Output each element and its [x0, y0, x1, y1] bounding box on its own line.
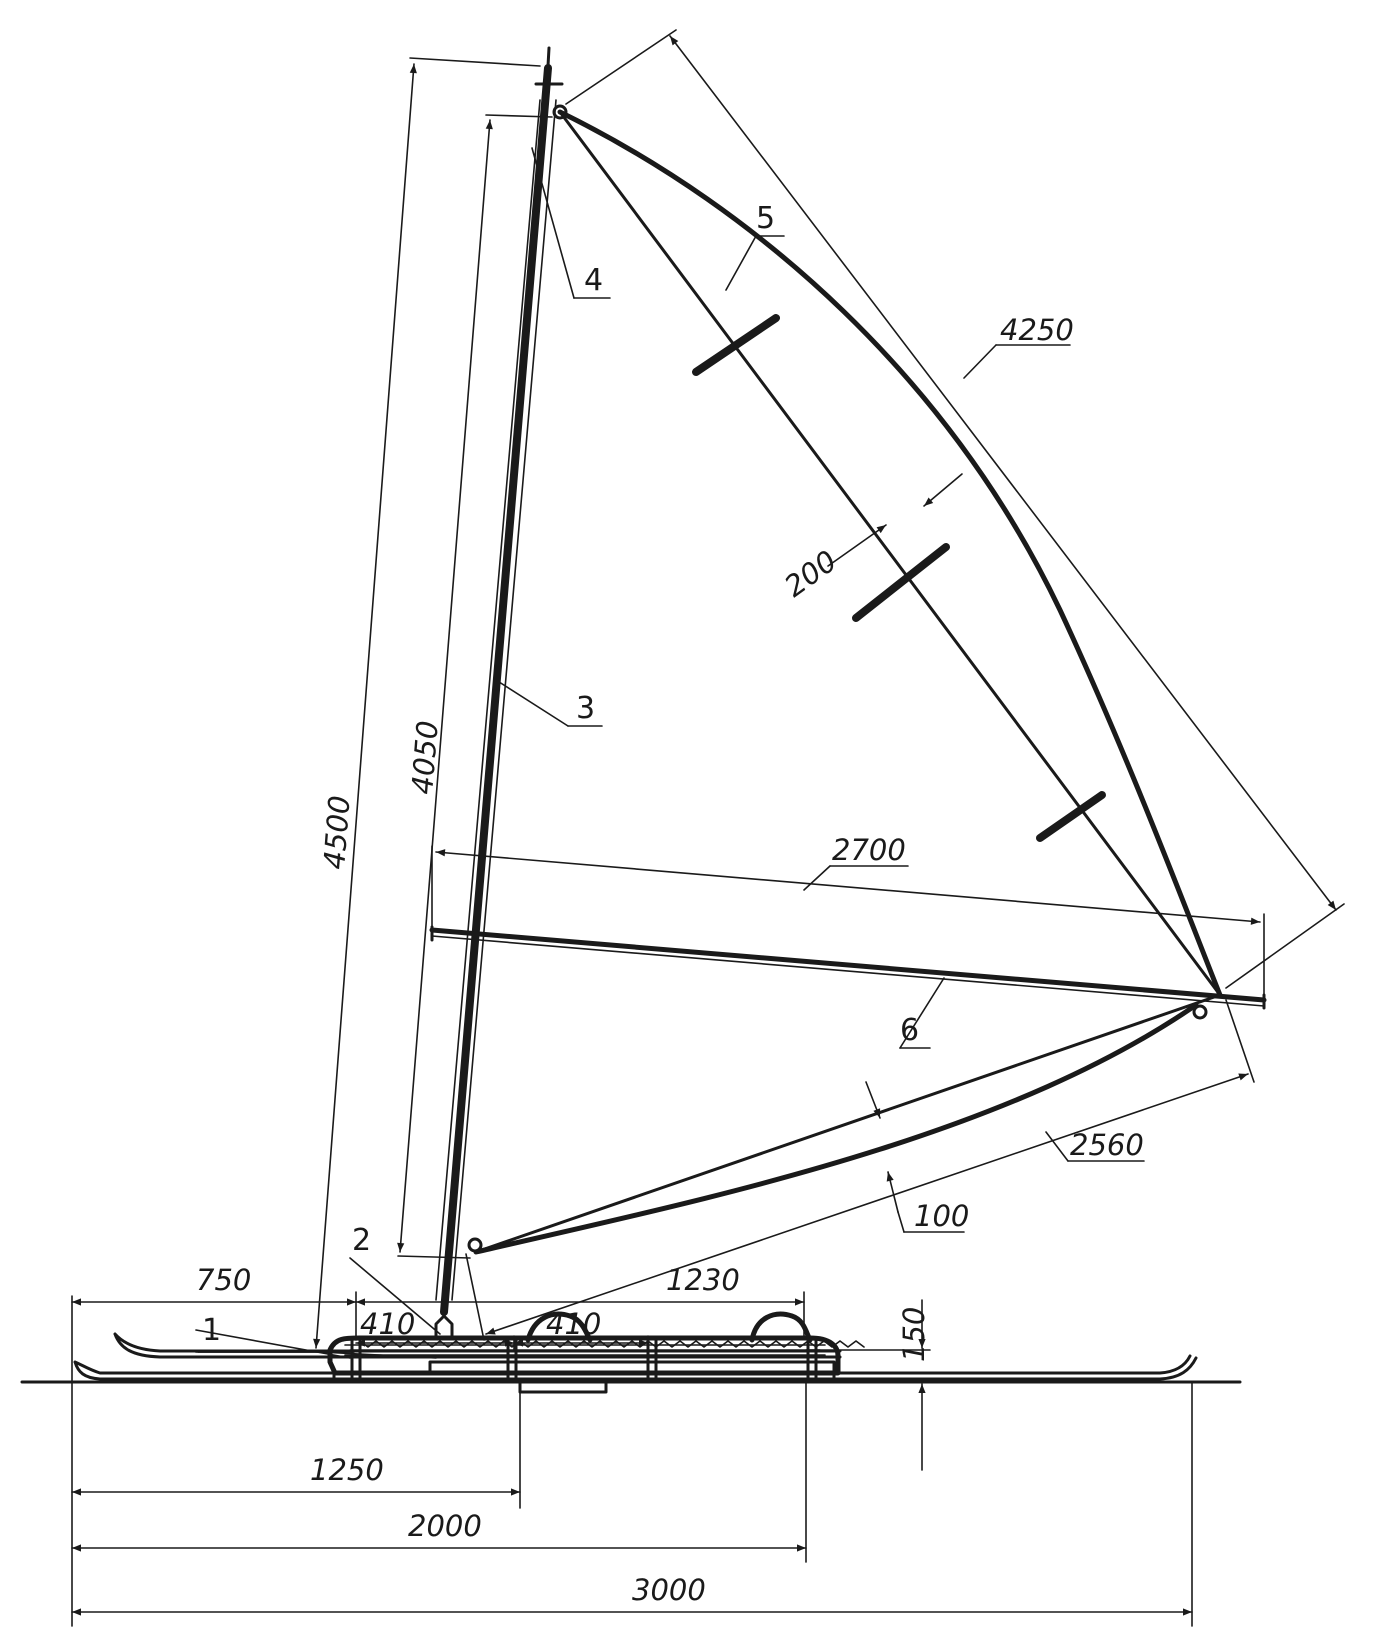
callout-2: 2: [352, 1223, 371, 1258]
long-ski: [73, 1354, 1198, 1381]
dim-4050: 4050: [405, 719, 445, 795]
dim-410-left: 410: [360, 1307, 415, 1341]
dim-2000: 2000: [408, 1509, 482, 1543]
dim-410-right: 410: [546, 1307, 601, 1341]
dim-2560: 2560: [1070, 1128, 1144, 1162]
callout-leaders: [195, 147, 945, 1353]
wishbone-boom: [429, 925, 1267, 1010]
dim-4500: 4500: [317, 794, 357, 870]
batten-3: [1036, 791, 1106, 842]
dimension-lines: [71, 29, 1345, 1627]
mast-top-fitting: [552, 104, 568, 120]
dim-750: 750: [196, 1263, 251, 1297]
dim-150: 150: [897, 1307, 931, 1362]
dim-100: 100: [914, 1199, 969, 1233]
batten-1: [692, 314, 780, 376]
batten-2: [852, 543, 950, 622]
callout-3: 3: [576, 691, 595, 726]
clew-ring-outer: [1192, 1004, 1208, 1020]
dim-2700: 2700: [832, 833, 906, 867]
callout-6: 6: [900, 1013, 919, 1048]
dim-1250: 1250: [310, 1453, 384, 1487]
callout-5: 5: [756, 201, 775, 236]
sail-foot-line: [474, 993, 1222, 1254]
leader-1-diag: [195, 1329, 351, 1359]
dim-3000: 3000: [632, 1573, 706, 1607]
callout-1: 1: [202, 1313, 221, 1348]
clew-ring: [467, 1237, 483, 1253]
callout-4: 4: [584, 263, 603, 298]
board-platform: [327, 1335, 865, 1394]
mast: [435, 46, 564, 1316]
dim-4250: 4250: [1000, 313, 1074, 347]
dim-1230: 1230: [666, 1263, 740, 1297]
dim-200: 200: [778, 544, 843, 604]
short-ski: [113, 1332, 842, 1359]
